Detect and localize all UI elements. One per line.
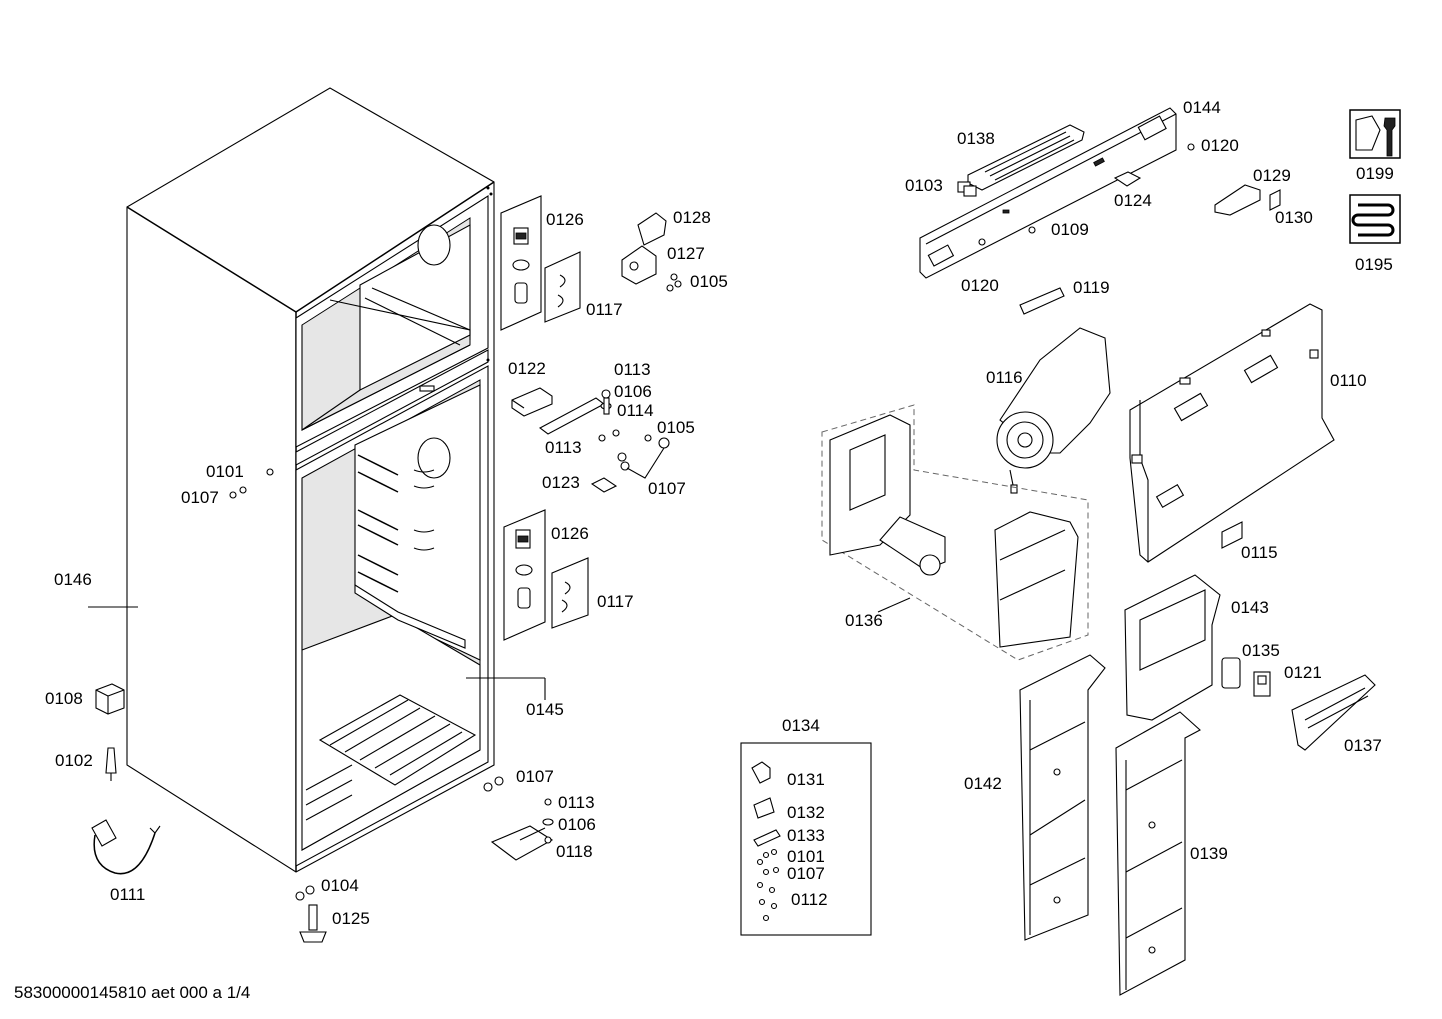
label-0108: 0108 [45, 689, 83, 708]
label-0101: 0101 [787, 847, 825, 866]
label-0111: 0111 [110, 885, 145, 904]
cover-panel-0110 [1129, 303, 1335, 563]
label-0134: 0134 [782, 716, 820, 735]
bracket-group-upper [500, 195, 581, 331]
label-0105: 0105 [690, 272, 728, 291]
label-0132: 0132 [787, 803, 825, 822]
label-0102: 0102 [55, 751, 93, 770]
label-0124: 0124 [1114, 191, 1152, 210]
label-0125: 0125 [332, 909, 370, 928]
label-0128: 0128 [673, 208, 711, 227]
label-0199: 0199 [1356, 164, 1394, 183]
label-0117: 0117 [586, 300, 623, 319]
clip-0115 [1221, 521, 1243, 549]
duct-0142 [1019, 654, 1106, 941]
clip-parts-0129-0130 [1214, 184, 1281, 216]
label-0115: 0115 [1241, 543, 1278, 562]
label-0118: 0118 [556, 842, 593, 861]
label-0135: 0135 [1242, 641, 1280, 660]
label-0126: 0126 [546, 210, 584, 229]
fan-housing-0116 [996, 327, 1111, 494]
bracket-group-lower [503, 509, 589, 641]
label-0114: 0114 [617, 401, 654, 420]
label-0117: 0117 [597, 592, 634, 611]
label-0101: 0101 [206, 462, 244, 481]
label-0138: 0138 [957, 129, 995, 148]
label-0195: 0195 [1355, 255, 1393, 274]
label-0113: 0113 [545, 438, 582, 457]
label-0123: 0123 [542, 473, 580, 492]
label-0121: 0121 [1284, 663, 1322, 682]
part-labels: 0126 0128 0127 0105 0117 0122 0113 0106 … [45, 98, 1394, 928]
label-0107: 0107 [648, 479, 686, 498]
label-0126: 0126 [551, 524, 589, 543]
label-0130: 0130 [1275, 208, 1313, 227]
bin-0143 [1124, 574, 1221, 721]
label-0142: 0142 [964, 774, 1002, 793]
heating-coil-icon [1349, 194, 1401, 244]
wrench-nut-icon [1349, 109, 1401, 159]
duct-0139 [1115, 711, 1201, 996]
label-0143: 0143 [1231, 598, 1269, 617]
rail-small-parts [957, 143, 1195, 246]
label-0109: 0109 [1051, 220, 1089, 239]
label-0136: 0136 [845, 611, 883, 630]
small-clips-0135-0121 [1221, 657, 1271, 697]
label-0131: 0131 [787, 770, 825, 789]
label-0106: 0106 [614, 382, 652, 401]
drawing-number: 58300000145810 aet 000 a 1/4 [14, 983, 250, 1002]
label-0146: 0146 [54, 570, 92, 589]
label-0103: 0103 [905, 176, 943, 195]
label-0144: 0144 [1183, 98, 1221, 117]
cabinet-0146 [126, 87, 495, 873]
label-0116: 0116 [986, 368, 1023, 387]
label-0122: 0122 [508, 359, 546, 378]
label-0129: 0129 [1253, 166, 1291, 185]
label-0107: 0107 [787, 864, 825, 883]
label-0107: 0107 [181, 488, 219, 507]
hinge-top-parts [621, 212, 682, 292]
label-0119: 0119 [1073, 278, 1110, 297]
shelf-front-0137 [1291, 674, 1376, 751]
label-0133: 0133 [787, 826, 825, 845]
label-0107: 0107 [516, 767, 554, 786]
kit-box-0134 [740, 742, 872, 936]
control-rail-0144 [919, 107, 1177, 279]
leader-lines-left [88, 606, 546, 700]
plate-0119 [1019, 287, 1065, 315]
label-0127: 0127 [667, 244, 705, 263]
label-0120: 0120 [961, 276, 999, 295]
leader-lines-right [877, 597, 911, 613]
label-0106: 0106 [558, 815, 596, 834]
label-0137: 0137 [1344, 736, 1382, 755]
label-0104: 0104 [321, 876, 359, 895]
cabinet-small-parts [91, 468, 554, 943]
label-0105: 0105 [657, 418, 695, 437]
damper-group-0136 [821, 404, 1089, 661]
label-0120: 0120 [1201, 136, 1239, 155]
label-0110: 0110 [1330, 371, 1367, 390]
label-0139: 0139 [1190, 844, 1228, 863]
label-0113: 0113 [614, 360, 651, 379]
label-0113: 0113 [558, 793, 595, 812]
hinge-middle-parts [511, 387, 670, 493]
label-0145: 0145 [526, 700, 564, 719]
label-0112: 0112 [791, 890, 828, 909]
